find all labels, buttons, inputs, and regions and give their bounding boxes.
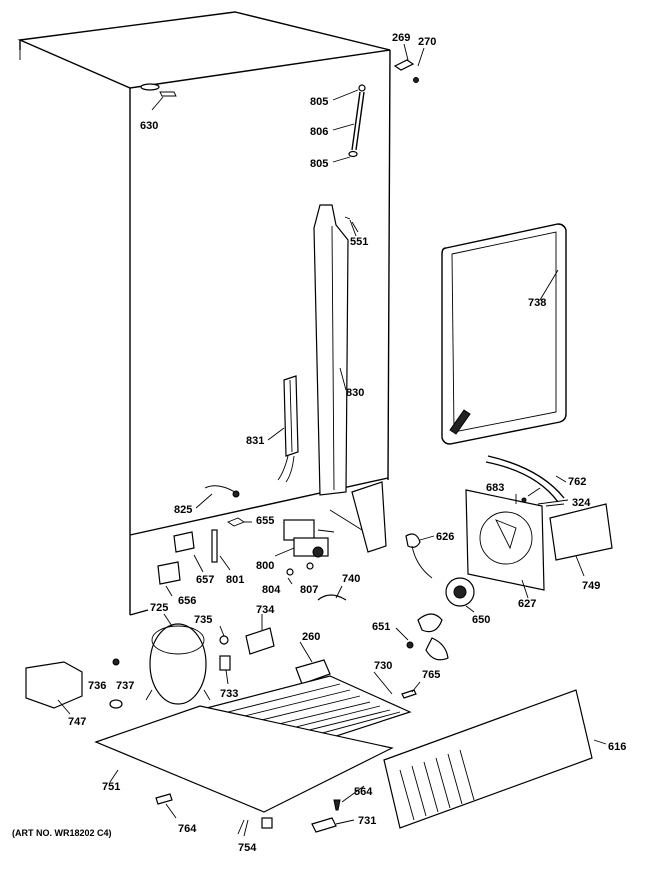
part-734[interactable] (245, 614, 275, 655)
label-324: 324 (572, 497, 591, 509)
part-650-motor[interactable] (445, 577, 475, 613)
label-805-top: 805 (310, 96, 328, 108)
part-738-gasket[interactable] (441, 223, 567, 445)
label-804: 804 (262, 584, 281, 596)
label-764: 764 (178, 823, 197, 835)
part-627-fan-housing[interactable] (465, 489, 569, 599)
label-765: 765 (422, 669, 440, 681)
part-801[interactable] (211, 529, 231, 571)
part-764[interactable] (155, 793, 177, 819)
label-762: 762 (568, 476, 586, 488)
label-751: 751 (102, 781, 120, 793)
part-656[interactable] (157, 561, 181, 597)
label-736: 736 (88, 680, 106, 692)
leader-lines (237, 221, 567, 835)
refrigerator-cabinet (17, 11, 391, 616)
label-754: 754 (238, 842, 257, 854)
part-740[interactable] (317, 585, 347, 601)
label-733: 733 (220, 688, 238, 700)
part-831-heater[interactable] (267, 375, 299, 483)
part-800-valve[interactable] (274, 519, 329, 558)
part-825[interactable] (195, 485, 240, 509)
part-765[interactable] (401, 681, 421, 699)
art-number: (ART NO. WR18202 C4) (12, 828, 112, 838)
part-737[interactable] (109, 699, 123, 709)
label-260: 260 (302, 631, 320, 643)
part-651-fan-blade[interactable] (395, 613, 449, 661)
part-616-grille[interactable] (383, 689, 607, 829)
part-564[interactable] (333, 799, 341, 811)
label-738: 738 (528, 297, 546, 309)
part-630[interactable] (140, 83, 177, 111)
label-830: 830 (346, 387, 364, 399)
label-630: 630 (140, 120, 158, 132)
label-730: 730 (374, 660, 392, 672)
part-725-compressor[interactable] (145, 613, 211, 705)
label-805-bottom: 805 (310, 158, 328, 170)
part-269-270[interactable] (393, 43, 425, 83)
label-735: 735 (194, 614, 212, 626)
label-831: 831 (246, 435, 264, 447)
part-733[interactable] (219, 655, 231, 685)
label-270: 270 (418, 36, 436, 48)
part-762-tube[interactable] (485, 455, 565, 503)
label-651: 651 (372, 621, 390, 633)
part-751-base-pan[interactable] (94, 705, 394, 813)
label-749: 749 (582, 580, 600, 592)
label-650: 650 (472, 614, 490, 626)
label-800: 800 (256, 560, 274, 572)
part-806-tube[interactable] (332, 84, 366, 163)
label-551: 551 (350, 236, 368, 248)
label-737: 737 (116, 680, 134, 692)
part-754[interactable] (243, 817, 273, 837)
machine-compartment-panel (329, 481, 387, 553)
label-655: 655 (256, 515, 274, 527)
label-656: 656 (178, 595, 196, 607)
label-801: 801 (226, 574, 244, 586)
part-807[interactable] (306, 562, 314, 570)
part-804[interactable] (286, 568, 294, 585)
label-683: 683 (486, 482, 504, 494)
label-269: 269 (392, 32, 410, 44)
part-731[interactable] (311, 817, 337, 833)
part-655[interactable] (227, 517, 252, 527)
part-551[interactable] (344, 216, 357, 237)
label-731: 731 (358, 815, 376, 827)
label-626: 626 (436, 531, 454, 543)
label-725: 725 (150, 602, 168, 614)
label-627: 627 (518, 598, 536, 610)
part-736[interactable] (112, 658, 120, 666)
callout-labels: 269 270 630 805 806 805 551 738 830 831 … (12, 32, 626, 854)
label-806: 806 (310, 126, 328, 138)
label-564: 564 (354, 786, 373, 798)
label-734: 734 (256, 604, 275, 616)
label-657: 657 (196, 574, 214, 586)
label-807: 807 (300, 584, 318, 596)
label-825: 825 (174, 504, 192, 516)
label-747: 747 (68, 716, 86, 728)
label-740: 740 (342, 573, 360, 585)
part-749-board[interactable] (549, 503, 613, 577)
label-616: 616 (608, 741, 626, 753)
part-747-cover[interactable] (25, 661, 83, 715)
part-657[interactable] (173, 531, 204, 573)
part-626[interactable] (405, 533, 435, 579)
part-735[interactable] (219, 625, 229, 645)
part-260[interactable] (295, 641, 331, 685)
part-830-duct[interactable] (313, 204, 349, 496)
